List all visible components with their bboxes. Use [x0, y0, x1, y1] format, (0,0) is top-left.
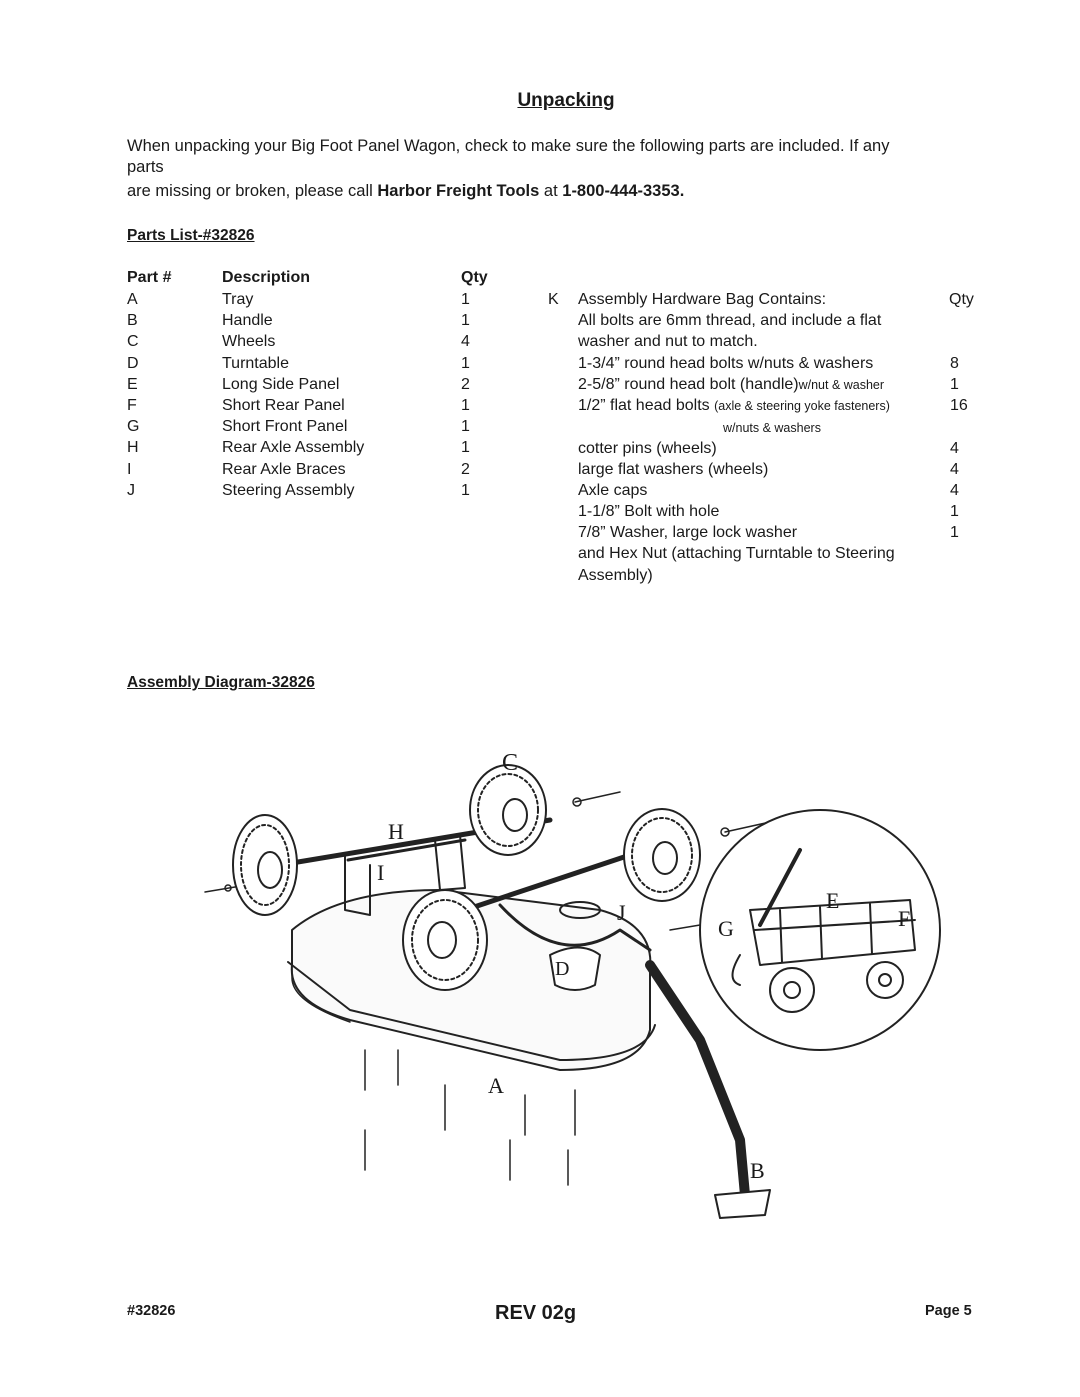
label-h: H [388, 819, 404, 844]
hardware-note-2: washer and nut to match. [578, 333, 758, 350]
part-qty: 1 [461, 312, 470, 330]
part-letter: I [127, 460, 132, 478]
company-name: Harbor Freight Tools [377, 182, 540, 200]
intro-line-1: When unpacking your Big Foot Panel Wagon… [127, 137, 890, 155]
label-f: F [898, 906, 911, 931]
hardware-row-10: Assembly) [578, 567, 653, 584]
part-qty: 1 [461, 354, 470, 372]
label-a: A [488, 1073, 504, 1098]
hardware-row-3-text: 1/2” flat head bolts [578, 397, 715, 414]
part-letter: B [127, 312, 138, 330]
label-i: I [377, 860, 385, 885]
wheel-rear-right [469, 764, 547, 856]
hardware-row-8: 7/8” Washer, large lock washer [578, 524, 798, 541]
hardware-row-3-sub: w/nuts & washers [723, 421, 821, 435]
phone-number: 1-800-444-3353. [562, 182, 685, 200]
hardware-bolts [204, 791, 771, 1186]
page-title: Unpacking [517, 90, 615, 111]
hardware-row-2-text: 2-5/8” round head bolt (handle) [578, 376, 799, 393]
hardware-part-letter: K [548, 291, 559, 308]
handle-part-b [645, 960, 771, 1219]
part-description: Tray [222, 291, 254, 308]
intro-text-mid: at [539, 182, 563, 200]
part-letter: G [127, 418, 140, 436]
hardware-heading: Assembly Hardware Bag Contains: [578, 291, 827, 308]
label-b: B [750, 1158, 765, 1183]
label-j: J [617, 900, 626, 925]
intro-line-3: are missing or broken, please call Harbo… [127, 181, 967, 202]
part-letter: E [127, 375, 138, 393]
part-letter: C [127, 333, 139, 351]
footer-part-number: #32826 [127, 1303, 176, 1319]
hardware-row-7-qty: 1 [950, 503, 959, 520]
col-qty-header: Qty [461, 269, 488, 286]
part-description: Wheels [222, 333, 276, 351]
hardware-row-4: cotter pins (wheels) [578, 440, 717, 457]
hardware-row-8-qty: 1 [950, 524, 959, 541]
part-description: Rear Axle Braces [222, 460, 346, 478]
part-letter: F [127, 397, 137, 414]
intro-line-2: parts [127, 158, 164, 176]
part-qty: 1 [461, 418, 470, 436]
hardware-row-2: 2-5/8” round head bolt (handle)w/nut & w… [578, 376, 884, 394]
assembly-diagram [204, 764, 941, 1219]
part-qty: 1 [461, 397, 470, 414]
hardware-row-9: and Hex Nut (attaching Turntable to Stee… [578, 545, 895, 562]
hardware-row-1: 1-3/4” round head bolts w/nuts & washers [578, 355, 874, 372]
part-description: Handle [222, 312, 273, 330]
part-description: Long Side Panel [222, 375, 340, 393]
hardware-row-1-qty: 8 [950, 355, 959, 372]
wheel-front-right [623, 808, 701, 902]
hardware-row-4-qty: 4 [950, 440, 959, 457]
hardware-row-2-note: w/nut & washer [798, 378, 885, 392]
part-description: Turntable [222, 354, 289, 372]
hardware-row-3-qty: 16 [950, 397, 968, 414]
col-description-header: Description [222, 269, 311, 286]
hardware-row-5: large flat washers (wheels) [578, 461, 769, 478]
part-description: Rear Axle Assembly [222, 439, 365, 457]
part-qty: 4 [461, 333, 470, 351]
hardware-row-3: 1/2” flat head bolts (axle & steering yo… [578, 397, 890, 415]
turntable-part-d [549, 946, 601, 991]
parts-list-heading: Parts List-#32826 [127, 227, 255, 244]
part-letter: D [127, 354, 139, 372]
hardware-note-1: All bolts are 6mm thread, and include a … [578, 312, 882, 329]
hardware-row-2-qty: 1 [950, 376, 959, 393]
part-qty: 1 [461, 291, 470, 308]
intro-text: are missing or broken, please call [127, 182, 378, 200]
part-qty: 1 [461, 481, 470, 499]
part-description: Short Rear Panel [222, 397, 345, 414]
label-g: G [718, 916, 734, 941]
part-letter: A [127, 291, 138, 308]
part-description: Short Front Panel [222, 418, 348, 436]
label-e: E [826, 888, 840, 913]
part-qty: 2 [461, 460, 470, 478]
part-qty: 2 [461, 375, 470, 393]
hardware-row-7: 1-1/8” Bolt with hole [578, 503, 720, 520]
diagram-heading: Assembly Diagram-32826 [127, 674, 315, 691]
wheel-front-left [402, 889, 488, 991]
wheel-rear-left [232, 814, 298, 916]
assembled-wagon-inset [699, 809, 941, 1051]
footer-revision: REV 02g [495, 1302, 577, 1324]
hardware-row-3-note: (axle & steering yoke fasteners) [714, 399, 890, 413]
part-letter: H [127, 439, 139, 457]
part-qty: 1 [461, 439, 470, 457]
footer-page-number: Page 5 [925, 1303, 972, 1319]
hardware-row-6-qty: 4 [950, 482, 959, 499]
hardware-row-5-qty: 4 [950, 461, 959, 478]
label-d: D [555, 958, 570, 980]
part-description: Steering Assembly [222, 481, 355, 499]
col-part-header: Part # [127, 269, 172, 286]
hardware-qty-header: Qty [949, 291, 974, 308]
hardware-row-6: Axle caps [578, 482, 648, 499]
label-c: C [502, 750, 519, 776]
part-letter: J [127, 481, 135, 499]
